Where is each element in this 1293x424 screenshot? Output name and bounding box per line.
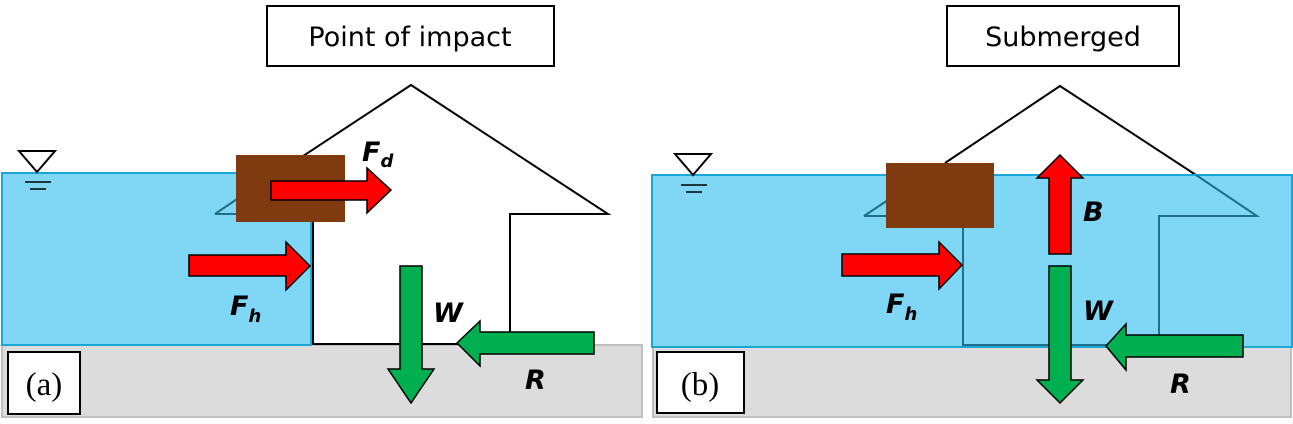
water-level-icon [16,150,58,190]
panel-label: (a) [26,367,63,403]
water-level-icon [672,153,714,193]
debris-block [886,163,994,228]
force-arrow-fh [841,240,964,291]
force-label-fd: Fd [362,137,394,172]
force-label-r: R [1170,369,1191,400]
force-label-fh: Fh [230,291,261,327]
panel-b: B Fh W R Submerged (b) [651,5,1293,418]
force-label-fh: Fh [886,289,917,325]
submerged-roof-edge [214,196,241,215]
force-arrow-w [386,265,436,405]
house-roof [944,84,1197,176]
force-label-w: W [1083,296,1114,327]
force-label-w: W [433,298,464,329]
title-box [946,5,1180,67]
force-arrow-fd [270,166,393,215]
submerged-roof-left-edge [863,199,889,217]
panel-a: Fd Fh W R Point of impact (a) [1,5,643,418]
force-arrow-r [455,319,595,368]
force-arrow-w [1035,265,1085,405]
force-arrow-r [1105,322,1244,373]
ground [652,346,1292,418]
title-box [266,5,555,67]
submerged-house-outline [962,174,1261,346]
panel-label: (b) [681,367,719,403]
panel-label-box [656,351,745,414]
force-arrow-fh [188,240,312,292]
force-label-b: B [1083,197,1104,228]
force-label-r: R [525,365,546,396]
panel-label-box [7,351,81,415]
panel-title: Point of impact [308,22,511,53]
ground [1,344,643,418]
panel-title: Submerged [985,22,1141,53]
force-arrow-b [1035,153,1085,255]
